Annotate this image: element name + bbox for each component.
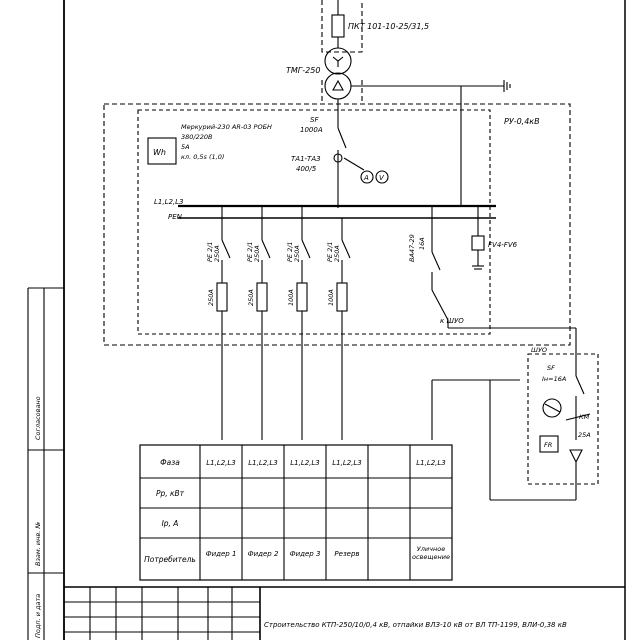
voltmeter-label: V [379, 174, 385, 182]
feeder-1-fuse: 250А [207, 289, 215, 306]
table-cell-phase-3: L1,L2,L3 [290, 459, 320, 467]
table-row-header-consumer: Потребитель [144, 555, 196, 564]
shuo-breaker-name: SF [547, 364, 555, 372]
meter-box [147, 137, 177, 165]
shuo-title: ШУО [531, 346, 547, 354]
consumer-table [139, 444, 453, 581]
side-stamp-sign-date: Подп. и дата [34, 594, 42, 638]
main-breaker-rating: 1000А [300, 126, 323, 134]
main-breaker-name: SF [310, 116, 319, 124]
feeder-1-switch-rating: 250А [213, 245, 221, 262]
ct-name: ТА1-ТА3 [291, 155, 321, 163]
feeder-4-switch: РЕ 2/1 [326, 241, 334, 262]
title-block-text-wrap: Строительство КТП-250/10/0,4 кВ, отпайки… [264, 621, 567, 629]
table-cell-phase-2: L1,L2,L3 [248, 459, 278, 467]
shuo-panel [527, 353, 599, 485]
bus-pen-label: PEN [168, 213, 183, 221]
feeder-2-fuse: 250А [247, 289, 255, 306]
meter-icon: Wh [153, 148, 166, 157]
table-cell-consumer-3: Фидер 3 [290, 550, 321, 558]
table-cell-consumer-4: Резерв [334, 550, 359, 558]
feeder-1-switch: РЕ 2/1 [206, 241, 214, 262]
table-row-header-power: Рр, кВт [156, 489, 185, 498]
table-cell-consumer-6-wrap: Уличное освещение [412, 545, 450, 561]
surge-arrester-label: FV4-FV6 [488, 241, 518, 249]
feeder-2-switch: РЕ 2/1 [246, 241, 254, 262]
meter-class: кл. 0,5s (1,0) [181, 153, 224, 161]
meter-model: Меркурий-230 AR-03 РОБН [181, 123, 272, 131]
ru-panel-boundary [103, 103, 571, 346]
side-stamp-replaced-inv: Взам. инв. № [34, 522, 42, 566]
bus-phases-label: L1,L2,L3 [154, 198, 184, 206]
table-cell-phase-4: L1,L2,L3 [332, 459, 362, 467]
meter-voltage: 380/220В [181, 133, 213, 141]
shuo-breaker-rating: Iн=16А [542, 375, 566, 383]
hv-fuse-symbol [331, 14, 345, 38]
transformer-primary-coil [324, 47, 352, 75]
shuo-contactor-rating: 25А [578, 431, 591, 439]
feeder-3-fuse: 100А [287, 289, 295, 306]
table-cell-consumer-6: Уличное освещение [412, 545, 450, 561]
ru-panel-label: РУ-0,4кВ [504, 117, 540, 126]
table-cell-consumer-1: Фидер 1 [206, 550, 237, 558]
feeder-2-switch-rating: 250А [253, 245, 261, 262]
side-stamp-approved: Согласовано [34, 396, 42, 440]
table-cell-consumer-2: Фидер 2 [248, 550, 279, 558]
title-block-text: Строительство КТП-250/10/0,4 кВ, отпайки… [264, 621, 567, 629]
ammeter-symbol [360, 170, 374, 184]
feeder-3-switch-rating: 250А [293, 245, 301, 262]
feeder-4-fuse: 100А [327, 289, 335, 306]
ct-ratio: 400/5 [296, 165, 317, 173]
shuo-relay-label: FR [544, 441, 552, 449]
cable-reference-label: к ШУО [440, 317, 464, 325]
transformer-secondary-coil [324, 72, 352, 100]
voltmeter-symbol [375, 170, 389, 184]
feeder-3-switch: РЕ 2/1 [286, 241, 294, 262]
hv-fuse-label: ПКТ 101-10-25/31,5 [348, 22, 429, 31]
table-row-header-current: Ір, А [162, 519, 179, 528]
lighting-breaker-name: ВА47-29 [408, 234, 416, 262]
lighting-breaker-rating: 16А [418, 237, 426, 250]
meter-current: 5А [181, 143, 190, 151]
feeder-4-switch-rating: 250А [333, 245, 341, 262]
table-cell-phase-6: L1,L2,L3 [416, 459, 446, 467]
ammeter-label: A [363, 174, 369, 182]
table-cell-phase-1: L1,L2,L3 [206, 459, 236, 467]
transformer-label: ТМГ-250 [286, 66, 320, 75]
table-row-header-phase: Фаза [160, 458, 180, 467]
shuo-contactor-name: КМ [579, 413, 590, 421]
